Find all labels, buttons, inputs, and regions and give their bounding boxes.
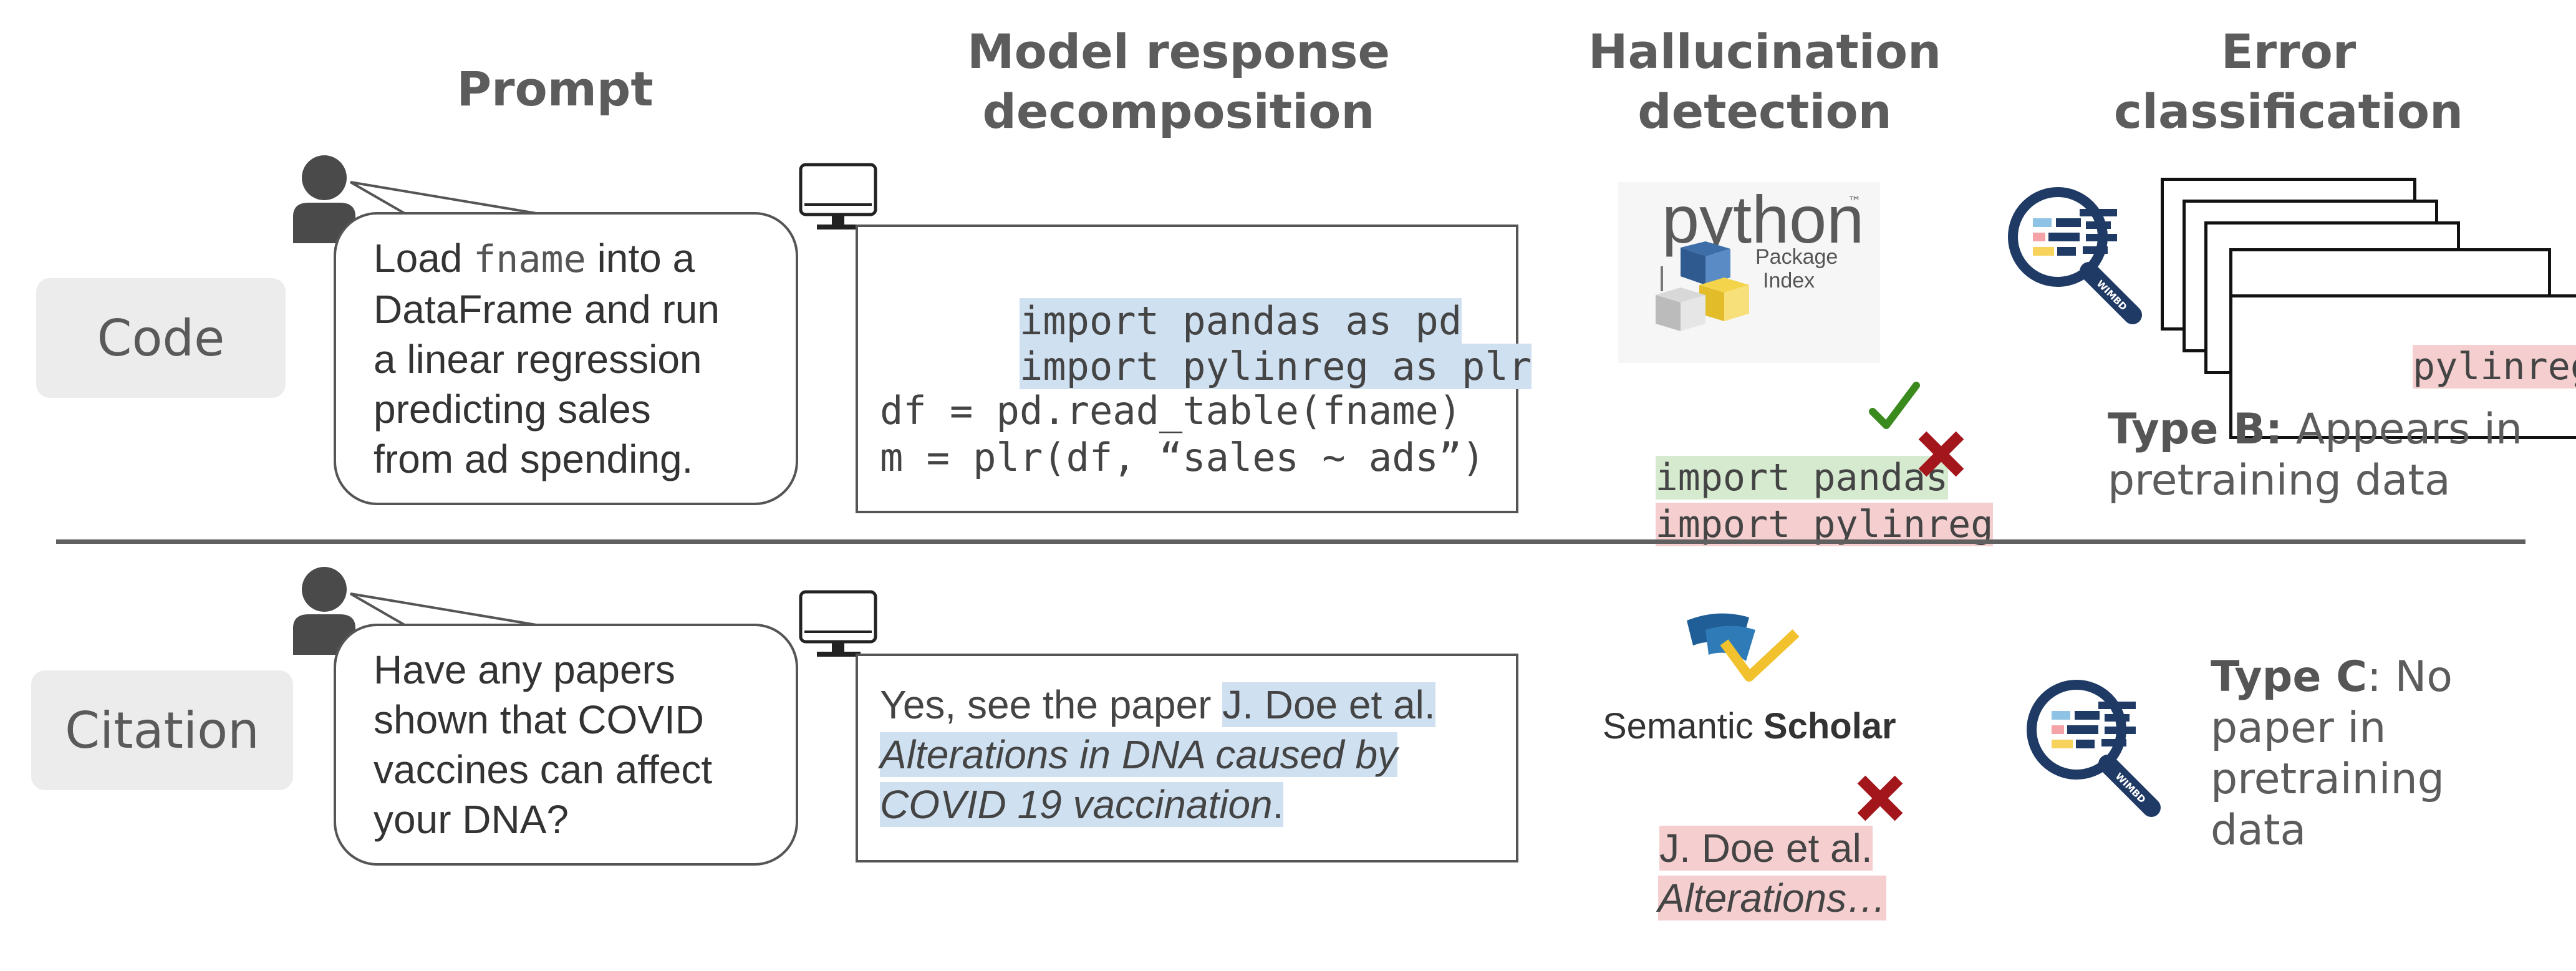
header-decomposition-line2: decomposition bbox=[982, 84, 1375, 139]
citation-response-line3: COVID 19 vaccination. bbox=[880, 780, 1284, 829]
citation-response-plain: Yes, see the paper bbox=[880, 682, 1223, 727]
paper-front: import pylinreg bbox=[2204, 221, 2576, 439]
header-classification-line1: Error bbox=[2221, 24, 2357, 79]
type-c-note: Type C: No paper in pretraining data bbox=[2211, 652, 2535, 856]
header-decomposition: Model response decomposition bbox=[898, 22, 1459, 142]
prompt-code-line2: DataFrame and run bbox=[374, 287, 720, 332]
cross-icon bbox=[1857, 775, 1903, 821]
citation-response-end: . bbox=[1272, 782, 1284, 827]
pypi-logo-sub1: Package bbox=[1755, 245, 1838, 269]
prompt-code-text: Load bbox=[374, 236, 474, 281]
header-detection-line2: detection bbox=[1638, 84, 1892, 139]
paper-line-2-text: pylinreg bbox=[2412, 345, 2576, 389]
pypi-logo-sub2: Index bbox=[1763, 269, 1815, 292]
citation-response-title1: Alterations in DNA caused by bbox=[880, 732, 1398, 777]
citation-response-line2: Alterations in DNA caused by bbox=[880, 730, 1398, 780]
type-b-line1: Type B: Appears in bbox=[2108, 404, 2544, 455]
prompt-citation-line4: your DNA? bbox=[374, 797, 569, 842]
header-detection: Hallucination detection bbox=[1528, 22, 2002, 142]
pypi-logo-tm: ™ bbox=[1848, 195, 1861, 210]
type-c-line1: Type C: No bbox=[2211, 652, 2535, 703]
type-b-text: Appears in bbox=[2282, 405, 2523, 454]
prompt-bubble-citation: Have any papers shown that COVID vaccine… bbox=[334, 624, 798, 866]
citation-response-title2: COVID 19 vaccination bbox=[880, 782, 1273, 827]
prompt-code-line1: Load fname into a bbox=[374, 233, 796, 284]
type-c-label: Type C bbox=[2211, 652, 2368, 702]
header-decomposition-line1: Model response bbox=[967, 24, 1391, 79]
pypi-cubes-icon bbox=[1656, 241, 1749, 331]
response-box-code: import pandas as pd import pylinreg as p… bbox=[856, 225, 1532, 513]
type-c-line4: data bbox=[2211, 806, 2307, 855]
detected-bad-text: import pylinreg bbox=[1655, 503, 1994, 546]
prompt-code-line5: from ad spending. bbox=[374, 437, 693, 481]
row-divider bbox=[56, 539, 2525, 544]
prompt-code-variable: fname bbox=[473, 238, 586, 281]
code-line-2: import pylinreg as plr bbox=[880, 297, 1532, 436]
prompt-citation-line1: Have any papers bbox=[374, 647, 675, 692]
row-label-citation-text: Citation bbox=[65, 701, 259, 760]
semantic-scholar-icon bbox=[1687, 613, 1800, 682]
prompt-bubble-code: Load fname into a DataFrame and run a li… bbox=[334, 212, 798, 505]
citation-response-line1: Yes, see the paper J. Doe et al. bbox=[880, 680, 1435, 730]
citation-response-author: J. Doe et al. bbox=[1222, 682, 1435, 727]
header-detection-line1: Hallucination bbox=[1588, 24, 1942, 79]
type-b-note: Type B: Appears in pretraining data bbox=[2108, 404, 2544, 506]
citation-detected-line1: J. Doe et al. bbox=[1615, 773, 1873, 923]
check-icon bbox=[1869, 382, 1920, 429]
prompt-code-line4: predicting sales bbox=[374, 387, 651, 432]
prompt-citation-line2: shown that COVID bbox=[374, 697, 704, 742]
row-label-citation: Citation bbox=[31, 670, 293, 790]
monitor-icon bbox=[799, 163, 877, 229]
semantic-scholar-word2: Scholar bbox=[1763, 706, 1896, 746]
monitor-icon bbox=[799, 590, 877, 657]
code-line-2-text: import pylinreg as plr bbox=[1019, 344, 1532, 389]
response-box-citation: Yes, see the paper J. Doe et al. Alterat… bbox=[856, 654, 1518, 862]
prompt-code-text: into a bbox=[586, 236, 695, 281]
prompt-citation-line3: vaccines can affect bbox=[374, 747, 713, 792]
wimbd-magnifier-icon: WIMBD bbox=[2027, 680, 2161, 817]
citation-detected-title: Alterations… bbox=[1657, 876, 1887, 920]
type-b-label: Type B: bbox=[2108, 405, 2283, 454]
semantic-scholar-logo: Semantic Scholar bbox=[1603, 705, 1896, 748]
semantic-scholar-word1: Semantic bbox=[1603, 706, 1763, 746]
type-b-line2: pretraining data bbox=[2108, 456, 2451, 505]
header-prompt-text: Prompt bbox=[456, 61, 654, 117]
pypi-logo: python ™ Package Index bbox=[1618, 182, 1880, 363]
wimbd-magnifier-icon: WIMBD bbox=[2008, 187, 2142, 324]
type-c-text: : No bbox=[2367, 652, 2453, 702]
code-line-4: m = plr(df, “sales ~ ads”) bbox=[880, 435, 1485, 480]
cross-icon bbox=[1918, 431, 1964, 477]
row-label-code-text: Code bbox=[97, 309, 225, 367]
prompt-code-line3: a linear regression bbox=[374, 337, 702, 382]
code-line-3: df = pd.read_table(fname) bbox=[880, 388, 1462, 433]
citation-detected-author: J. Doe et al. bbox=[1659, 826, 1873, 871]
header-prompt: Prompt bbox=[399, 59, 711, 119]
code-line-1: import pandas as pd bbox=[880, 252, 1462, 390]
code-line-1-text: import pandas as pd bbox=[1019, 298, 1462, 344]
row-label-code: Code bbox=[36, 278, 286, 398]
paper-line-2: pylinreg bbox=[2229, 294, 2576, 439]
header-classification-line2: classification bbox=[2113, 84, 2464, 139]
type-c-line3: pretraining bbox=[2211, 755, 2444, 804]
detected-bad-line: import pylinreg bbox=[1565, 455, 1994, 594]
type-c-line2: paper in bbox=[2211, 703, 2386, 753]
header-classification: Error classification bbox=[2052, 22, 2525, 142]
citation-detected-line2: Alterations… bbox=[1615, 823, 1887, 971]
